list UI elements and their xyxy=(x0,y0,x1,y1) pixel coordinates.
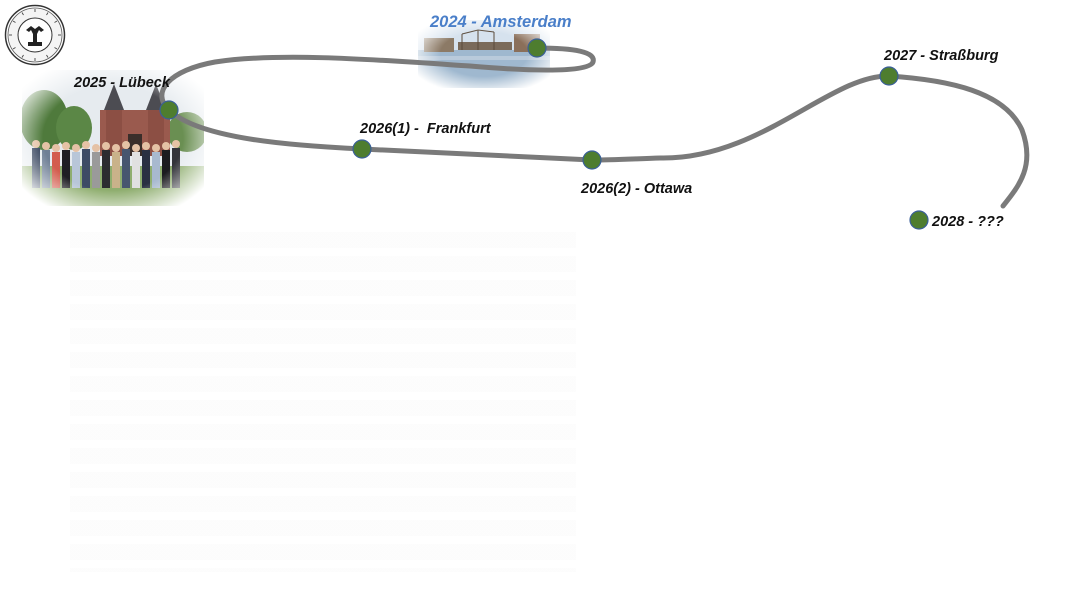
timeline-curve xyxy=(159,45,1030,209)
amsterdam-photo xyxy=(418,20,550,88)
stop-node-ottawa xyxy=(582,150,602,170)
luebeck-group-photo xyxy=(22,70,204,206)
stop-node-luebeck xyxy=(159,100,179,120)
stop-label-luebeck: 2025 - Lübeck xyxy=(74,75,170,91)
stop-node-2028 xyxy=(909,210,929,230)
stop-label-amsterdam: 2024 - Amsterdam xyxy=(430,13,572,31)
stop-label-strassburg: 2027 - Straßburg xyxy=(884,48,999,64)
stop-label-ottawa: 2026(2) - Ottawa xyxy=(581,181,693,197)
stop-node-amsterdam xyxy=(527,38,547,58)
academy-seal-logo xyxy=(4,4,66,66)
stop-label-frankfurt: 2026(1) - Frankfurt xyxy=(360,121,491,137)
stop-node-strassburg xyxy=(879,66,899,86)
stop-node-frankfurt xyxy=(352,139,372,159)
faded-text-area xyxy=(70,232,576,572)
stop-label-2028: 2028 - ??? xyxy=(932,214,1004,230)
